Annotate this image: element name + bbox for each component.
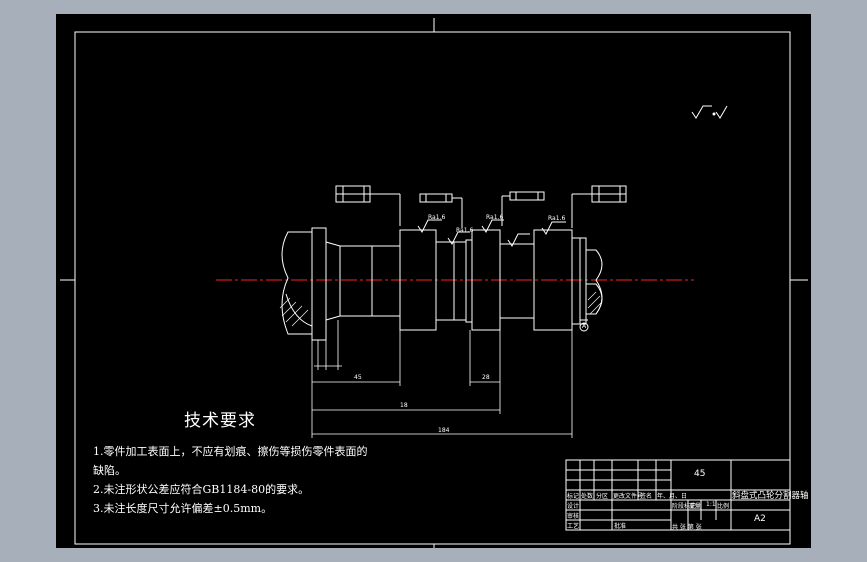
title-block-cell: 重量: [689, 503, 702, 510]
title-block-cell: 标记: [567, 493, 580, 500]
roughness-label: Ra1.6: [428, 214, 446, 221]
dimension-lines: [311, 320, 573, 438]
title-block-cell: 签名: [640, 493, 653, 500]
dimension-label-184: 184: [438, 427, 450, 434]
dimension-label-18: 18: [400, 402, 408, 409]
title-block-cell: 处数: [581, 493, 594, 500]
section-hatch: [279, 291, 603, 327]
scale-value: 1:1: [706, 501, 716, 508]
datum-marker: [579, 319, 589, 332]
roughness-label: Ra1.6: [548, 215, 566, 222]
title-block-cell: 更改文件号: [613, 493, 644, 500]
title-block-grid: [565, 459, 791, 531]
cad-drawing: [60, 18, 808, 548]
title-block-cell: 分区: [596, 493, 609, 500]
technical-requirements-title: 技术要求: [184, 411, 256, 431]
drawing-frame: [74, 31, 791, 545]
requirement-line: 缺陷。: [93, 464, 126, 477]
part-name: 斜盘式凸轮分割器轴: [732, 491, 809, 501]
title-block-cell: 工艺: [567, 523, 580, 530]
requirement-line: 2.未注形状公差应符合GB1184-80的要求。: [93, 483, 310, 496]
sheet-size: A2: [754, 514, 766, 524]
material-label: 45: [694, 469, 706, 479]
tolerance-frames: [335, 185, 627, 228]
title-block-cell: 设计: [567, 503, 580, 510]
title-block-cell: 年、月、日: [657, 493, 688, 500]
surface-finish-symbol: [691, 105, 728, 119]
dimension-label-45: 45: [354, 374, 362, 381]
title-block-cell: 批准: [614, 523, 627, 530]
title-block-cell: 共 张 第 张: [672, 524, 702, 531]
title-block-cell: 阶段标记: [672, 503, 697, 510]
roughness-marks: [417, 219, 566, 247]
requirement-line: 3.未注长度尺寸允许偏差±0.5mm。: [93, 502, 273, 515]
roughness-label: Ra1.6: [456, 227, 474, 234]
datum-label: A: [582, 323, 587, 330]
requirement-line: 1.零件加工表面上，不应有划痕、擦伤等损伤零件表面的: [93, 445, 368, 458]
title-block-cell: 审核: [567, 513, 580, 520]
title-block-cell: 比例: [717, 503, 730, 510]
dimension-label-28: 28: [482, 374, 490, 381]
shaft-profile: [281, 227, 603, 341]
drawing-sheet: 45 28 18 184 Ra1.6 Ra1.6 Ra1.6 Ra1.6 A 技…: [56, 14, 811, 548]
roughness-label: Ra1.6: [486, 214, 504, 221]
